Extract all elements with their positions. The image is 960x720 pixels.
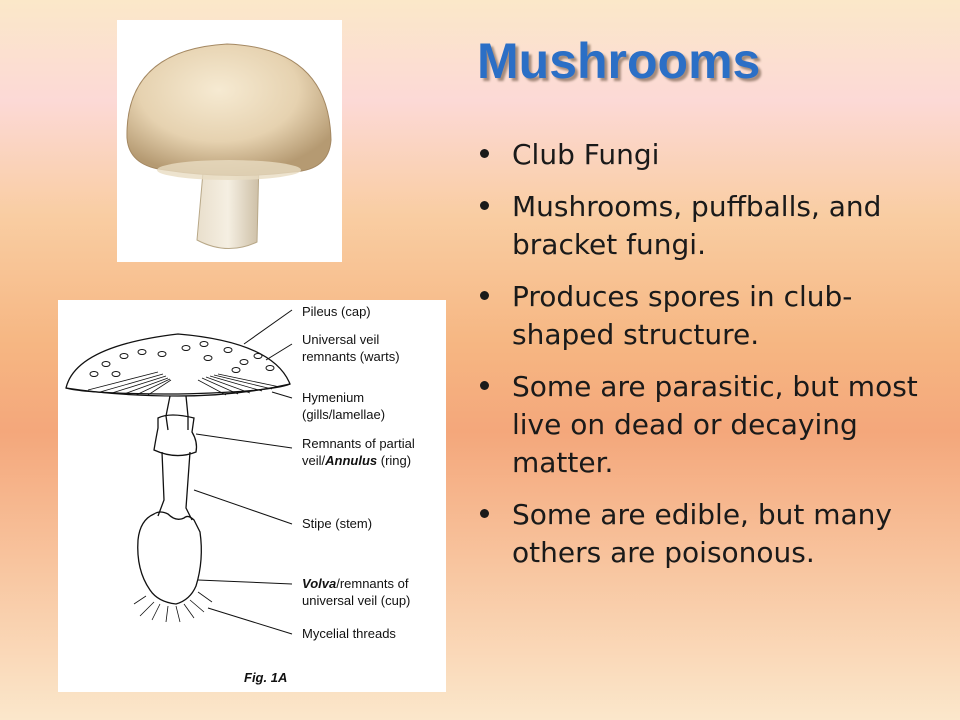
- label-mycelial: Mycelial threads: [302, 626, 396, 641]
- label-ring: (ring): [377, 453, 411, 468]
- label-partial-veil-line2: veil/Annulus (ring): [302, 453, 411, 468]
- annulus-shape: [153, 414, 198, 457]
- label-volva: Volva: [302, 576, 336, 591]
- label-pileus: Pileus (cap): [302, 304, 371, 319]
- bullet-text: Club Fungi: [512, 138, 660, 171]
- figure-caption: Fig. 1A: [244, 670, 287, 685]
- slide-title: Mushrooms: [477, 33, 761, 89]
- label-partial-veil-line1: Remnants of partial: [302, 436, 415, 451]
- label-hymenium-line1: Hymenium: [302, 390, 364, 405]
- label-hymenium-line2: (gills/lamellae): [302, 407, 385, 422]
- bullet-dot-icon: [480, 381, 489, 390]
- bullet-dot-icon: [480, 201, 489, 210]
- label-volva-line2: universal veil (cup): [302, 593, 410, 608]
- bullet-item: Some are parasitic, but most live on dea…: [478, 368, 938, 482]
- label-volva-suffix: /remnants of: [336, 576, 409, 591]
- bullet-dot-icon: [480, 291, 489, 300]
- bullet-item: Club Fungi: [478, 136, 938, 174]
- bullet-item: Some are edible, but many others are poi…: [478, 496, 938, 572]
- bullet-list: Club Fungi Mushrooms, puffballs, and bra…: [478, 136, 938, 586]
- label-veil-line2: remnants (warts): [302, 349, 400, 364]
- bullet-dot-icon: [480, 509, 489, 518]
- label-partial-veil-prefix: veil/: [302, 453, 326, 468]
- bullet-item: Mushrooms, puffballs, and bracket fungi.: [478, 188, 938, 264]
- mushroom-photo: [117, 20, 342, 262]
- bullet-item: Produces spores in club-shaped structure…: [478, 278, 938, 354]
- mushroom-anatomy-diagram: Pileus (cap) Universal veil remnants (wa…: [58, 300, 446, 692]
- diagram-drawing: Pileus (cap) Universal veil remnants (wa…: [65, 304, 415, 685]
- bullet-dot-icon: [480, 149, 489, 158]
- mushroom-photo-illustration: [126, 43, 332, 250]
- bullet-text: Some are edible, but many others are poi…: [512, 498, 892, 569]
- label-veil-line1: Universal veil: [302, 332, 379, 347]
- bullet-text: Some are parasitic, but most live on dea…: [512, 370, 918, 479]
- bullet-text: Produces spores in club-shaped structure…: [512, 280, 853, 351]
- label-volva-line1: Volva/remnants of: [302, 576, 409, 591]
- label-stipe: Stipe (stem): [302, 516, 372, 531]
- stipe-shape: [165, 395, 189, 431]
- label-annulus: Annulus: [324, 453, 377, 468]
- volva-shape: [137, 511, 202, 605]
- bullet-text: Mushrooms, puffballs, and bracket fungi.: [512, 190, 882, 261]
